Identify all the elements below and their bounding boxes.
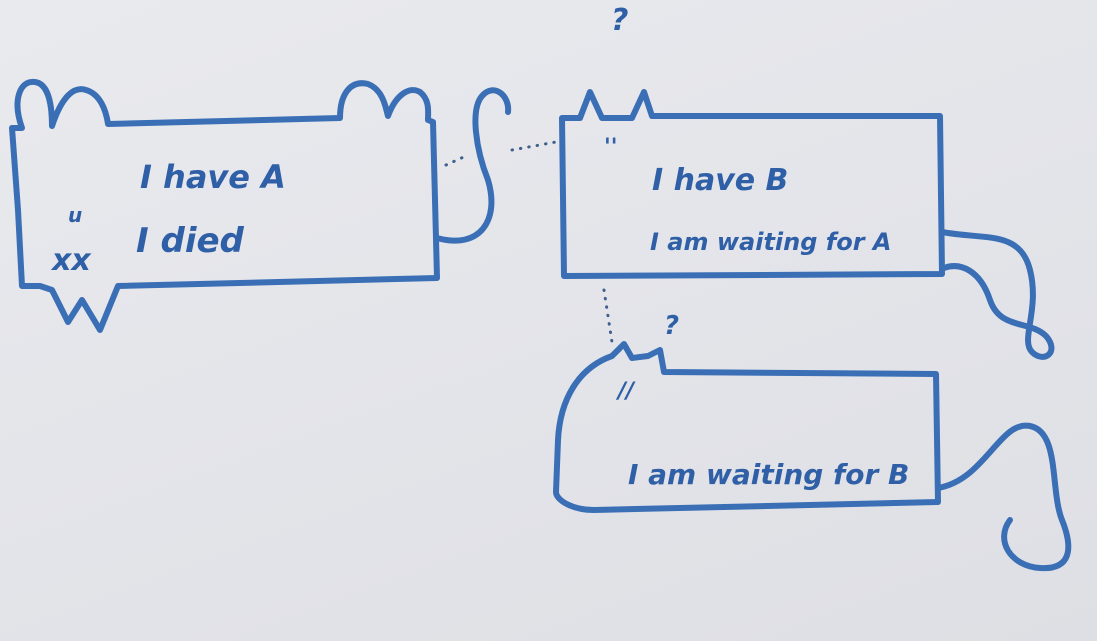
connector-a-b [444, 140, 558, 167]
cat-b-tail [939, 229, 1055, 360]
cat-c-thought: ? [664, 311, 679, 341]
cat-a-line2: I died [136, 221, 245, 261]
cat-b-eyes: '' [604, 135, 617, 160]
cat-a-dead-eyes: xx [50, 243, 92, 278]
connector-b-c [602, 288, 614, 344]
cat-b-line1: I have B [652, 163, 788, 198]
cat-c-tail [935, 422, 1072, 572]
cat-a: I have A I died xx u [9, 78, 512, 333]
cat-a-body [9, 78, 440, 333]
cat-c: ? // I am waiting for B [553, 311, 1072, 572]
cat-b-thought: ? [611, 3, 628, 38]
cat-c-body [553, 341, 941, 513]
cat-b-line2: I am waiting for A [650, 228, 891, 256]
cat-c-line1: I am waiting for B [628, 458, 909, 491]
cat-b-body [559, 89, 945, 279]
cat-b: ? '' I have B I am waiting for A [559, 3, 1055, 360]
cat-a-tail [434, 87, 512, 244]
cat-c-eyes: // [615, 379, 636, 404]
cat-a-mouth: u [68, 203, 82, 227]
cat-a-line1: I have A [140, 158, 286, 196]
